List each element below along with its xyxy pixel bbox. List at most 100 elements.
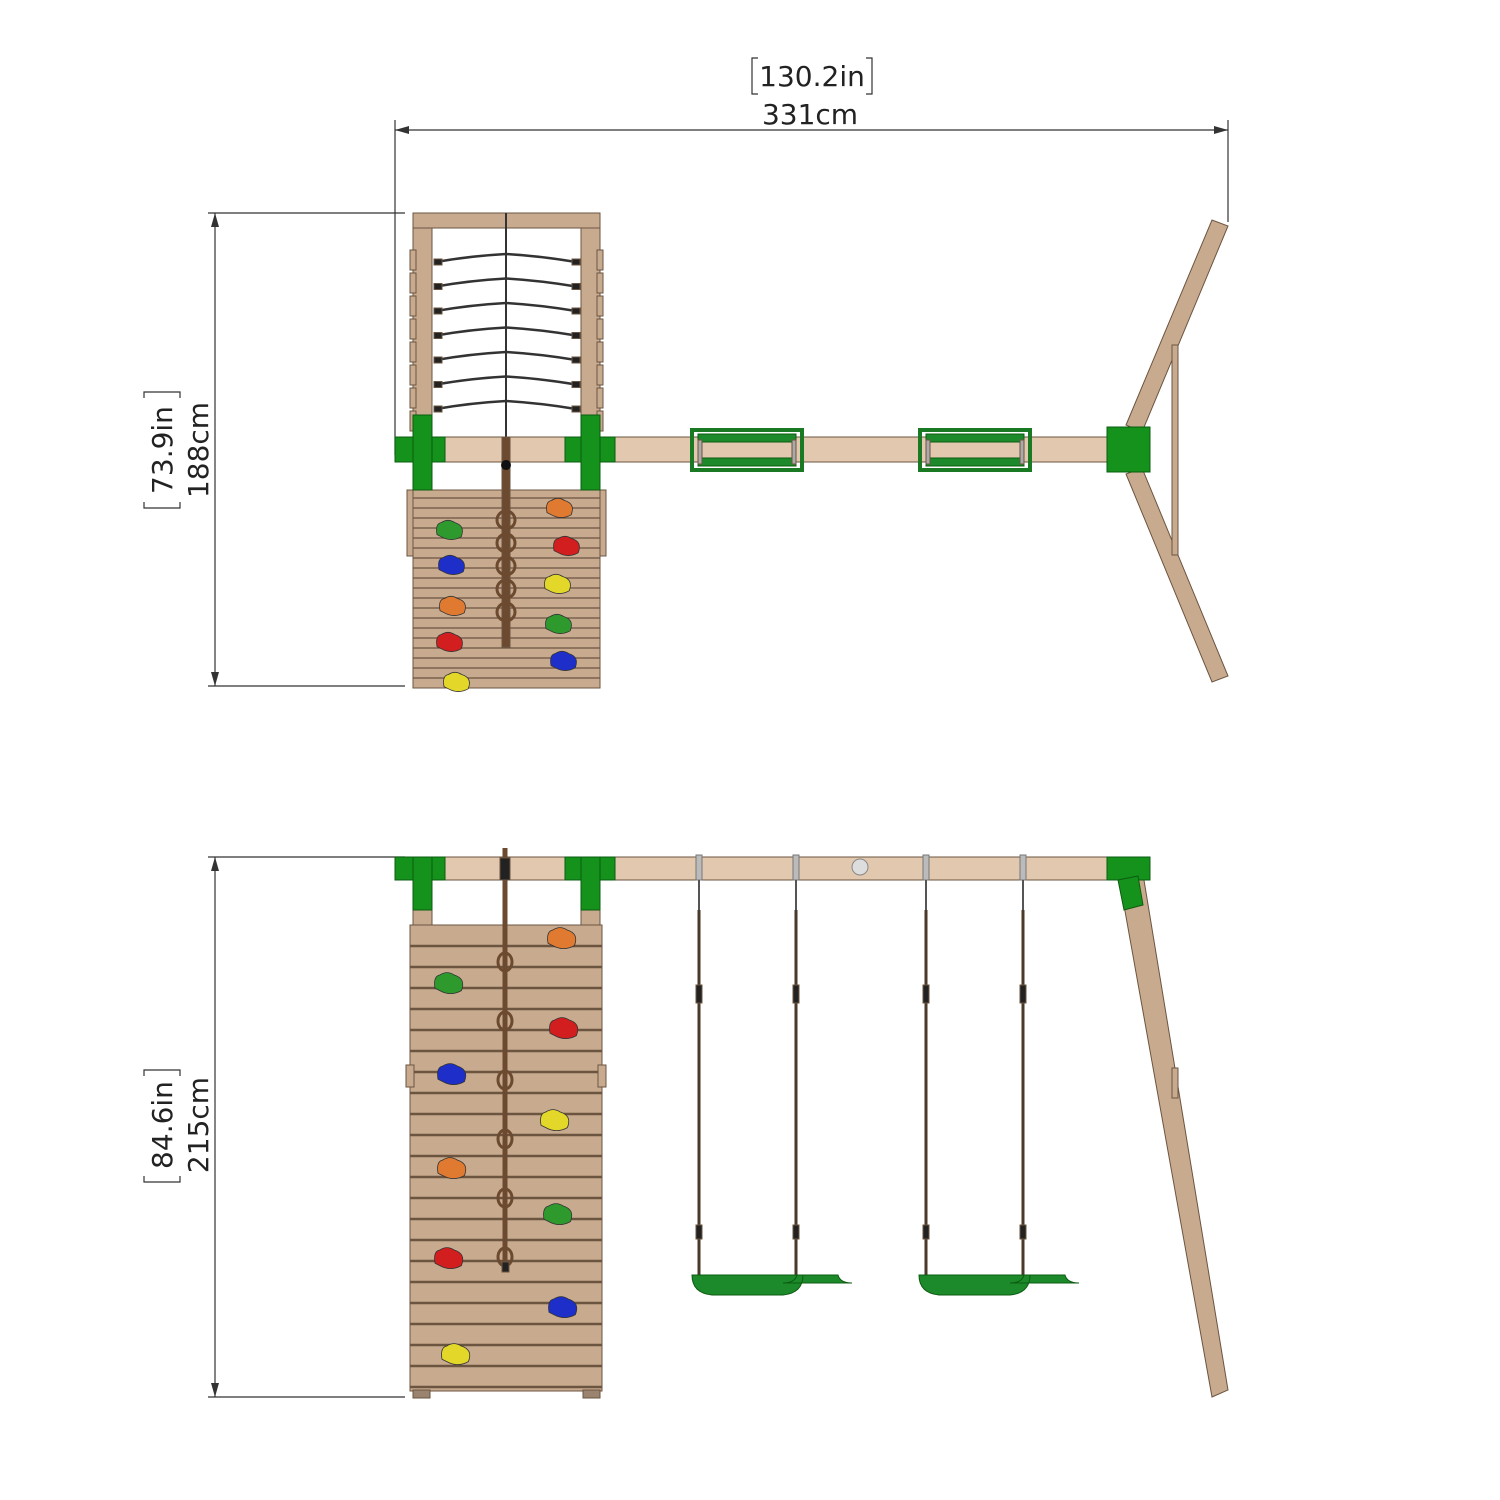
climbing-hold — [549, 1017, 579, 1039]
net-rope — [435, 252, 577, 264]
climbing-hold — [546, 497, 573, 518]
net-clip — [409, 272, 417, 294]
rope-knot — [495, 578, 517, 600]
leg-plate — [1171, 1067, 1179, 1099]
width-in-label: 130.2in — [759, 60, 865, 93]
rope-knot — [571, 381, 581, 388]
swing-seat — [691, 1274, 853, 1296]
top-view — [394, 212, 1229, 692]
bracket-mark — [143, 391, 181, 509]
rope-knot — [433, 405, 443, 413]
net-rope — [435, 277, 577, 288]
rope-adjuster — [1019, 1224, 1027, 1240]
rope-adjuster — [792, 984, 800, 1004]
front-view — [394, 848, 1229, 1399]
rope-knot — [433, 332, 443, 339]
height-dimension — [208, 856, 405, 1398]
rope-knot — [571, 405, 581, 413]
rope-knot — [433, 381, 443, 388]
swing-hanger — [791, 439, 797, 465]
climbing-hold — [436, 519, 463, 540]
rope-knot — [496, 1069, 514, 1091]
net-clip — [596, 341, 604, 363]
depth-in-label: 73.9in — [146, 406, 179, 494]
rope-adjuster — [792, 1224, 800, 1240]
swing-seat — [918, 1274, 1080, 1296]
rope-knot — [571, 283, 581, 290]
net-clip — [409, 364, 417, 386]
swing-hanger — [792, 854, 800, 881]
swing-leg — [1117, 867, 1229, 1398]
climbing-hold — [543, 1203, 573, 1225]
beam-badge — [851, 858, 869, 876]
depth-dimension — [208, 212, 405, 687]
climbing-hold — [441, 1343, 471, 1365]
swing-hanger — [1019, 854, 1027, 881]
net-clip — [409, 341, 417, 363]
net-clip — [409, 295, 417, 317]
rope-knot — [495, 601, 517, 623]
net-clip — [409, 318, 417, 340]
climbing-hold — [434, 972, 464, 994]
bracket-mark — [751, 57, 873, 95]
climbing-hold — [434, 1247, 464, 1269]
rope-knot — [495, 509, 517, 531]
rope-knot — [496, 1187, 514, 1209]
rope-adjuster — [1019, 984, 1027, 1004]
climbing-hold — [438, 554, 465, 575]
climb-rope — [501, 436, 511, 648]
rope-knot — [496, 1128, 514, 1150]
side-rail — [405, 1064, 415, 1088]
width-cm-label: 331cm — [762, 98, 858, 131]
rope-knot — [496, 951, 514, 973]
rope-adjuster — [695, 1224, 703, 1240]
rope-knot — [496, 1010, 514, 1032]
leg-bracket — [1117, 875, 1144, 911]
rope-adjuster — [922, 984, 930, 1004]
post-bracket — [580, 414, 601, 491]
climbing-hold — [548, 1296, 578, 1318]
seat-edge — [925, 433, 1025, 443]
net-clip — [596, 272, 604, 294]
swing-seat — [690, 428, 804, 472]
net-rope — [435, 326, 577, 337]
net-rope — [435, 301, 577, 313]
net-clip — [596, 249, 604, 271]
net-clip — [409, 249, 417, 271]
height-in-label: 84.6in — [146, 1081, 179, 1169]
rope-knot — [571, 332, 581, 339]
side-rail — [599, 489, 607, 557]
net-clip — [596, 295, 604, 317]
a-frame-bracket — [1106, 426, 1151, 473]
climbing-hold — [545, 613, 572, 634]
post-bracket — [412, 414, 433, 491]
bracket-mark — [143, 1069, 181, 1183]
swing-hanger — [697, 439, 703, 465]
swing-seat — [918, 428, 1032, 472]
net-clip — [596, 364, 604, 386]
climbing-hold — [443, 671, 470, 692]
net-rope — [435, 350, 577, 362]
width-dimension — [394, 120, 1229, 455]
depth-cm-label: 188cm — [182, 402, 215, 498]
net-clip — [596, 318, 604, 340]
side-rail — [597, 1064, 607, 1088]
seat-edge — [697, 433, 797, 443]
seat-edge — [925, 457, 1025, 467]
net-clip — [596, 387, 604, 409]
climbing-hold — [547, 927, 577, 949]
post-bracket — [412, 856, 433, 911]
swing-hanger — [922, 854, 930, 881]
climbing-hold — [553, 535, 580, 556]
swing-hanger — [925, 439, 931, 465]
rope-knot — [433, 258, 443, 266]
rope-knot — [433, 356, 443, 364]
climbing-hold — [437, 1063, 467, 1085]
wall-foot — [412, 1389, 431, 1399]
seat-edge — [697, 457, 797, 467]
post-bracket — [580, 856, 601, 911]
rope-knot — [495, 532, 517, 554]
swing-hanger — [695, 854, 703, 881]
rope-knot — [571, 307, 581, 315]
